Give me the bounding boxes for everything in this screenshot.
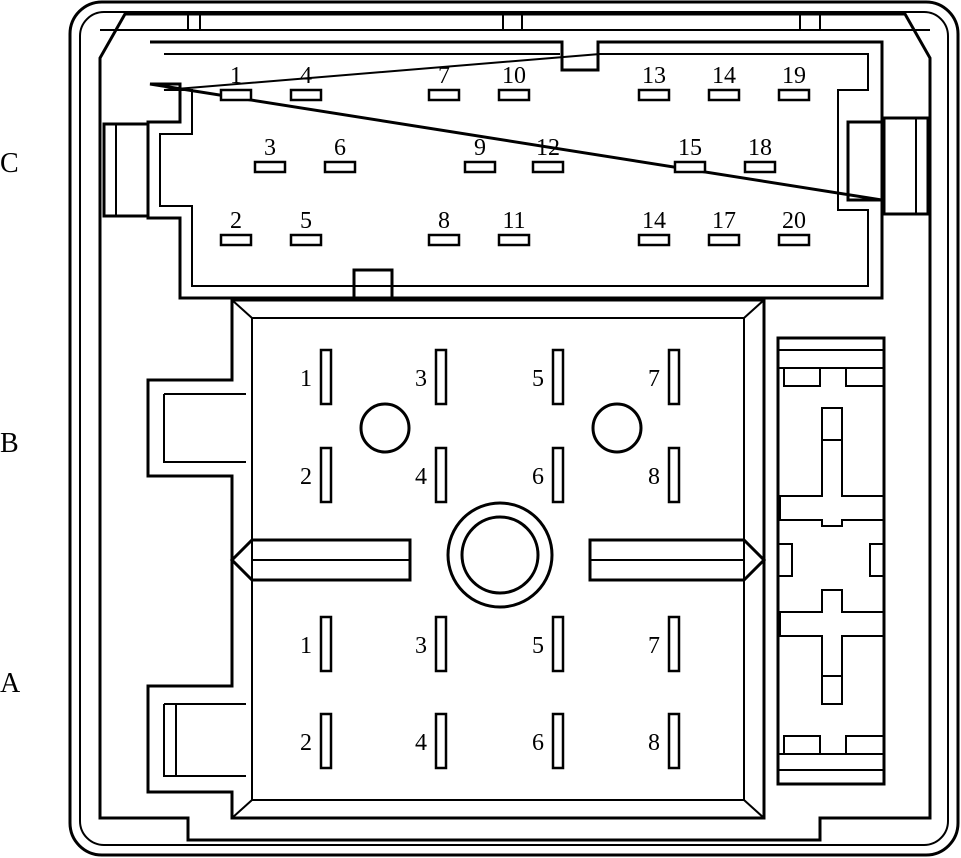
connector-c [102,40,930,300]
connector-a-pin-label: 6 [532,730,544,756]
connector-c-pin-label: 1 [230,63,242,89]
connector-a-pin-label: 2 [300,730,312,756]
row-label-a: A [0,668,21,699]
connector-b-pin [434,446,448,504]
connector-c-pin [427,88,461,102]
connector-b-pin-label: 3 [415,366,427,392]
connector-c-pin-label: 4 [300,63,312,89]
connector-a-pin [319,615,333,673]
connector-a-pin-label: 7 [648,633,660,659]
connector-c-pin [531,160,565,174]
connector-c-pin [253,160,287,174]
side-latch-block [776,336,886,786]
connector-a-pin [434,712,448,770]
connector-b-pin-label: 7 [648,366,660,392]
connector-c-pin [463,160,497,174]
connector-b-pin [319,348,333,406]
connector-b-pin [434,348,448,406]
connector-c-pin [777,88,811,102]
row-label-b: B [0,428,19,459]
connector-a-pin [667,712,681,770]
connector-c-pin [673,160,707,174]
connector-c-pin-label: 8 [438,208,450,234]
connector-c-pin-label: 14 [642,208,666,234]
connector-a-pin [667,615,681,673]
connector-c-pin-label: 14 [712,63,736,89]
connector-c-pin-label: 11 [502,208,525,234]
connector-c-pin-label: 5 [300,208,312,234]
connector-c-pin [637,88,671,102]
connector-c-pin-label: 20 [782,208,806,234]
connector-c-pin [743,160,777,174]
connector-a-pin-label: 1 [300,633,312,659]
connector-housing [68,0,960,857]
connector-c-pin-label: 10 [502,63,526,89]
connector-c-pin [707,233,741,247]
connector-a-pin-label: 5 [532,633,544,659]
connector-c-pin-label: 2 [230,208,242,234]
connector-b-pin [551,446,565,504]
connector-c-pin-label: 13 [642,63,666,89]
connector-b-pin-label: 6 [532,464,544,490]
connector-a-pin-label: 3 [415,633,427,659]
connector-c-pin [707,88,741,102]
connector-c-pin-label: 3 [264,135,276,161]
connector-b-pin [551,348,565,406]
connector-a-pin-label: 4 [415,730,427,756]
connector-c-pin [289,88,323,102]
connector-c-pin [289,233,323,247]
connector-a-pin [434,615,448,673]
connector-c-pin-label: 12 [536,135,560,161]
connector-c-pin [497,233,531,247]
connector-c-pin [427,233,461,247]
connector-c-pin-label: 9 [474,135,486,161]
connector-ab-housing [146,298,767,820]
connector-b-pin [319,446,333,504]
connector-c-pin [219,88,253,102]
connector-a-pin [319,712,333,770]
connector-c-pin-label: 7 [438,63,450,89]
connector-c-pin-label: 19 [782,63,806,89]
connector-c-pin [219,233,253,247]
connector-b-pin-label: 4 [415,464,427,490]
connector-a-pin-label: 8 [648,730,660,756]
connector-c-pin [323,160,357,174]
connector-c-pin [777,233,811,247]
connector-c-pin-label: 6 [334,135,346,161]
connector-a-pin [551,712,565,770]
row-label-c: C [0,148,19,179]
connector-c-pin-label: 18 [748,135,772,161]
connector-c-pin [497,88,531,102]
connector-b-pin [667,446,681,504]
connector-a-pin [551,615,565,673]
connector-b-pin [667,348,681,406]
connector-b-pin-label: 2 [300,464,312,490]
connector-c-pin-label: 15 [678,135,702,161]
connector-b-pin-label: 1 [300,366,312,392]
connector-c-pin-label: 17 [712,208,736,234]
connector-b-pin-label: 5 [532,366,544,392]
connector-c-pin [637,233,671,247]
connector-b-pin-label: 8 [648,464,660,490]
